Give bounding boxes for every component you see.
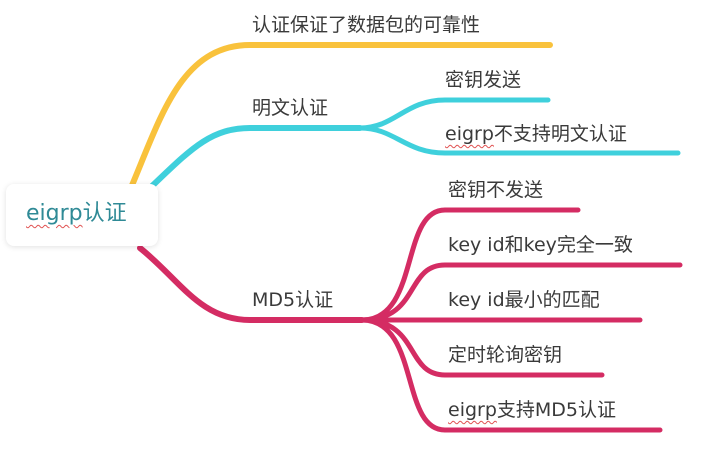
node-key-not-sent[interactable]: 密钥不发送 xyxy=(448,179,544,201)
node-eigrp-no-plaintext-term: eigrp xyxy=(445,123,494,145)
branch-md5-child-5 xyxy=(359,317,663,433)
node-eigrp-no-plaintext[interactable]: eigrp不支持明文认证 xyxy=(445,125,627,144)
branch-plaintext xyxy=(147,125,363,191)
branch-plaintext-child-2 xyxy=(357,125,681,156)
branch-integrity xyxy=(127,42,553,193)
node-integrity[interactable]: 认证保证了数据包的可靠性 xyxy=(252,14,481,36)
node-keyid-key-match[interactable]: key id和key完全一致 xyxy=(448,234,633,256)
node-eigrp-supports-md5[interactable]: eigrp支持MD5认证 xyxy=(448,401,616,420)
root-term: eigrp xyxy=(26,201,83,226)
root-node-label: eigrp认证 xyxy=(26,203,127,225)
node-plaintext-auth[interactable]: 明文认证 xyxy=(252,97,329,119)
node-eigrp-supports-md5-rest: 支持MD5认证 xyxy=(496,399,617,421)
root-node[interactable]: eigrp认证 xyxy=(6,184,158,246)
node-smallest-keyid[interactable]: key id最小的匹配 xyxy=(448,289,600,311)
node-key-sent[interactable]: 密钥发送 xyxy=(445,69,522,91)
node-md5-auth[interactable]: MD5认证 xyxy=(252,289,334,311)
root-suffix: 认证 xyxy=(82,201,127,226)
node-eigrp-supports-md5-term: eigrp xyxy=(448,399,497,421)
branch-md5-child-1 xyxy=(359,207,581,323)
node-eigrp-no-plaintext-rest: 不支持明文认证 xyxy=(493,123,627,145)
branch-md5 xyxy=(137,245,365,323)
branch-md5-child-2 xyxy=(359,262,683,323)
node-poll-keys[interactable]: 定时轮询密钥 xyxy=(448,344,563,366)
